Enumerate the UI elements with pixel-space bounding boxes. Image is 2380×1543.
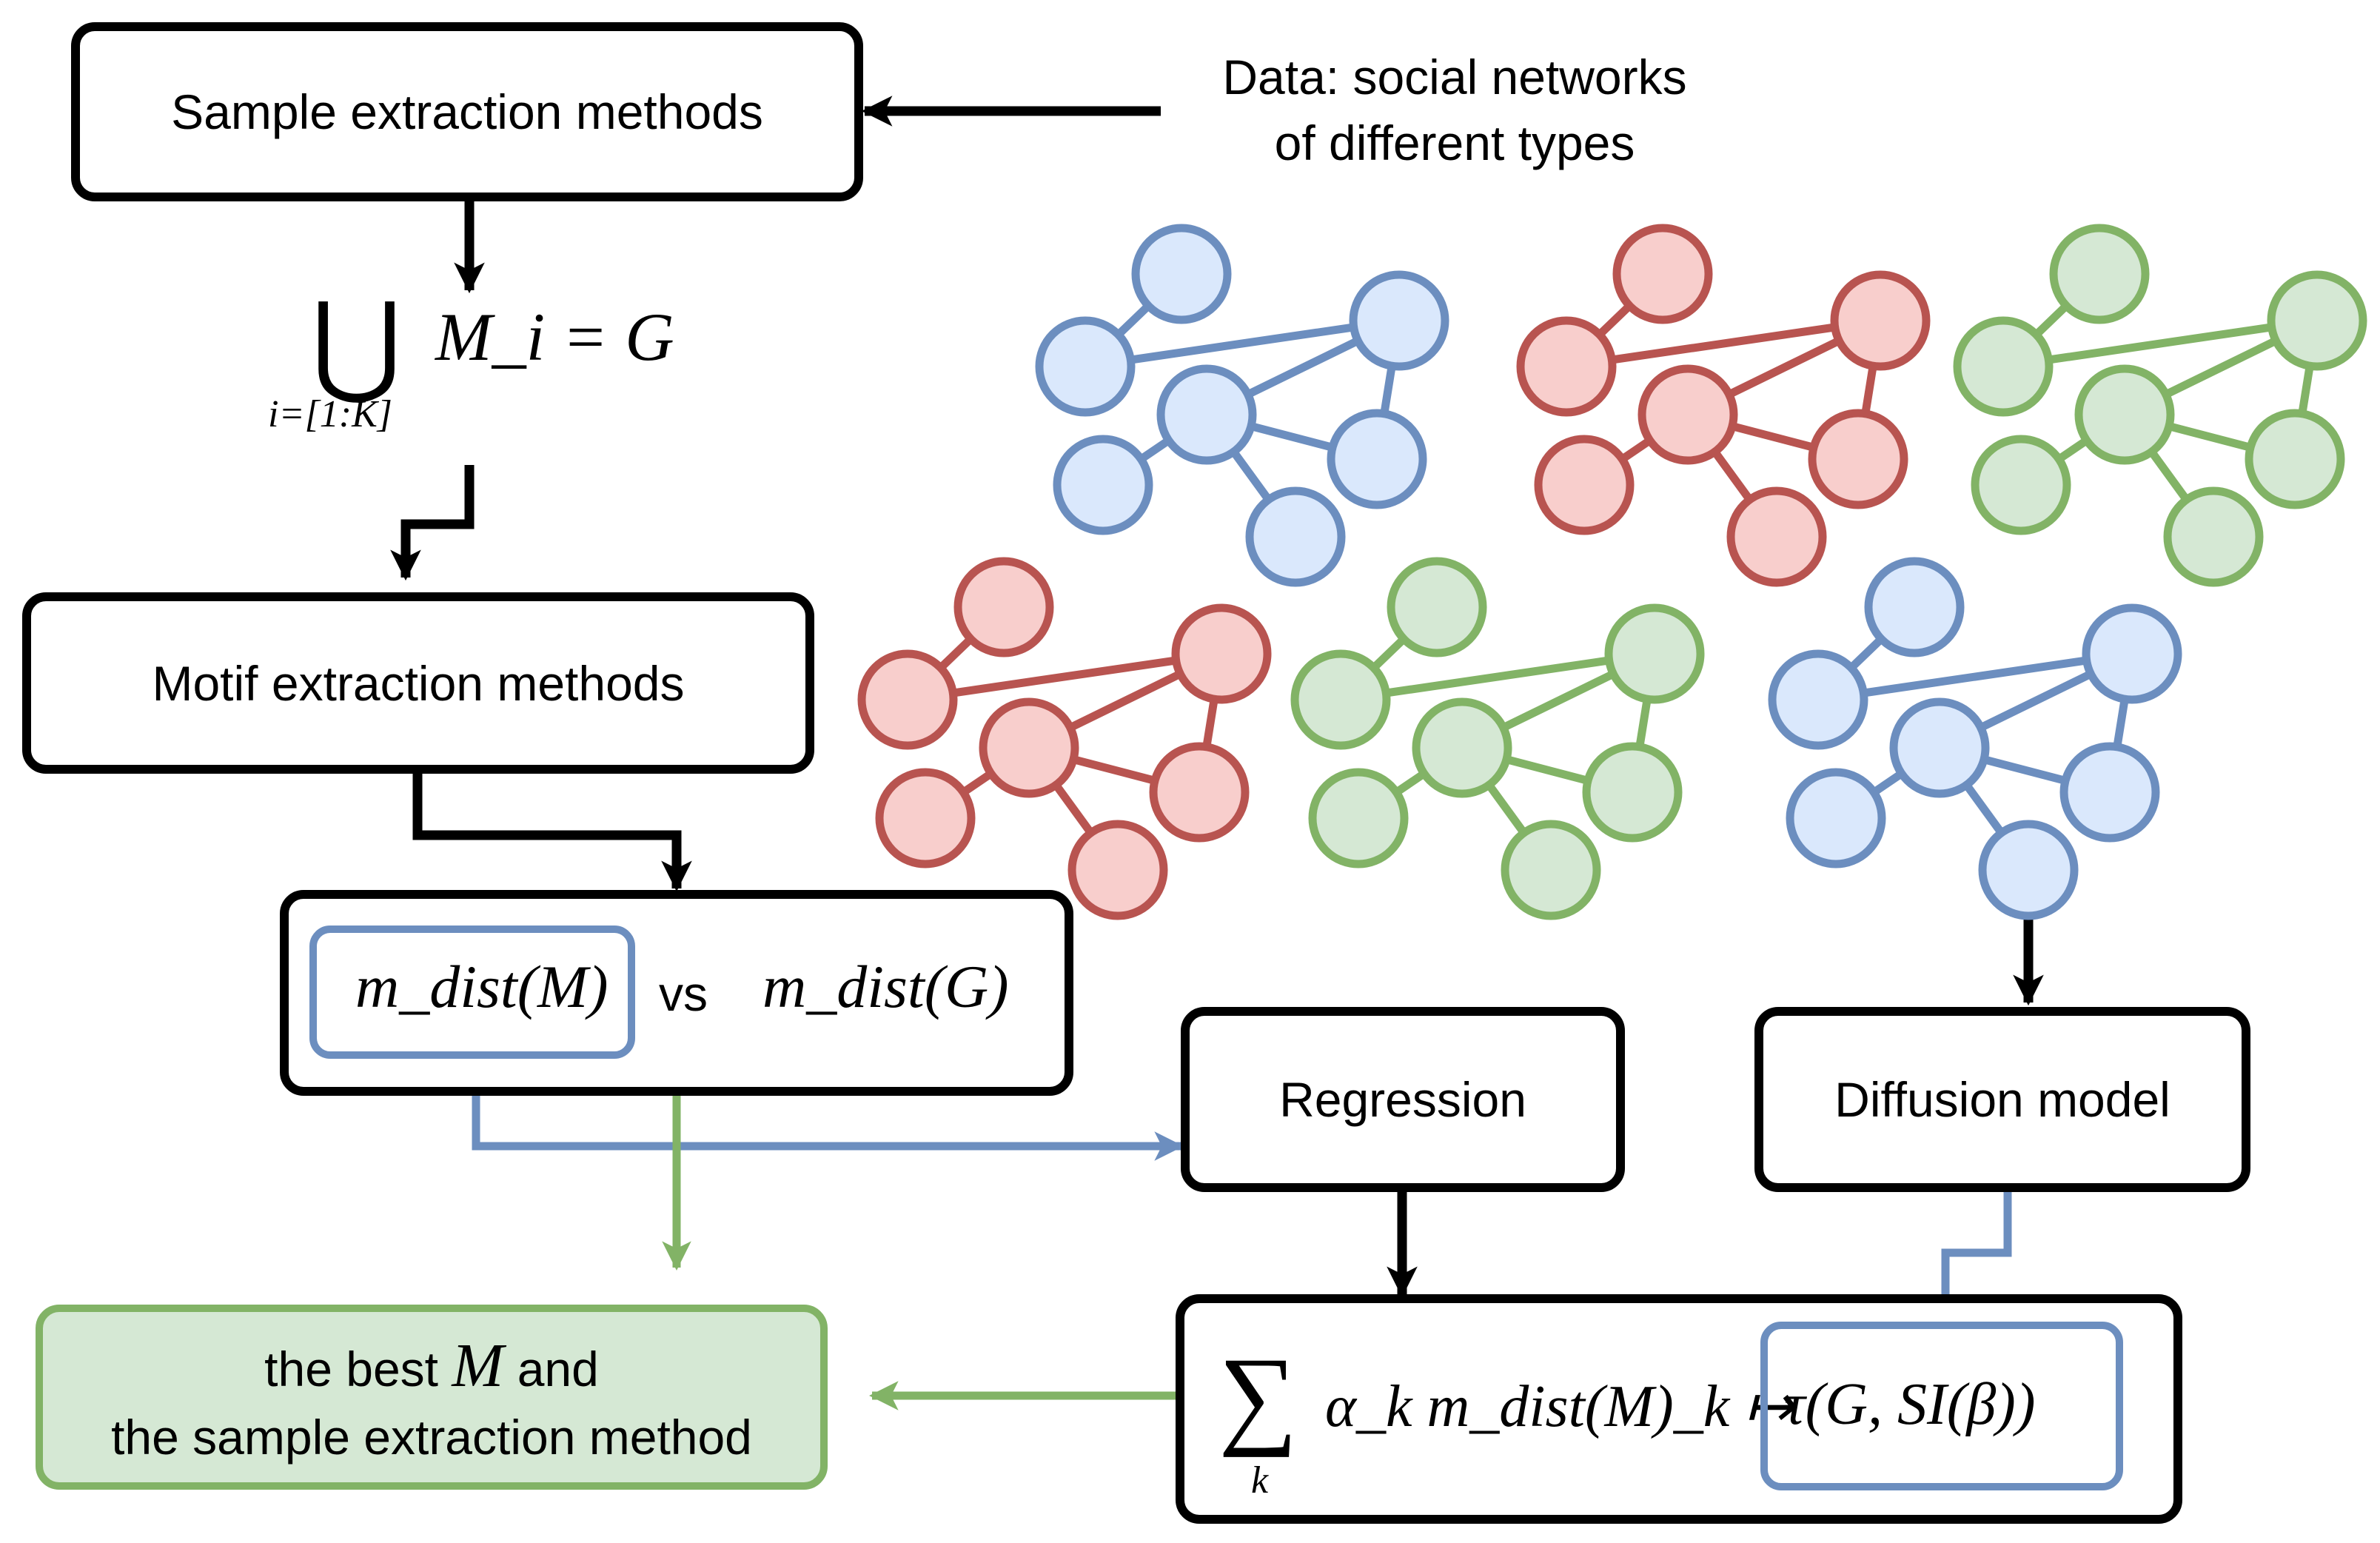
- mdist-g-formula: m_dist(G): [762, 952, 1009, 1022]
- best-line-1: the best M and: [264, 1325, 599, 1406]
- network-node: [2163, 486, 2264, 587]
- network-node: [1971, 435, 2071, 535]
- vs-label: vs: [659, 966, 708, 1021]
- data-label: Data: social networks of different types: [1184, 44, 1725, 176]
- network-node: [1604, 603, 1705, 704]
- network-edge: [2002, 316, 2318, 371]
- network-node: [1768, 649, 1868, 750]
- network-red-2: [1516, 224, 1931, 587]
- network-node: [1830, 270, 1931, 371]
- sample-extraction-label: Sample extraction methods: [171, 84, 763, 139]
- data-label-line-2: of different types: [1274, 116, 1635, 171]
- network-node: [953, 557, 1054, 657]
- network-node: [2267, 270, 2367, 371]
- diffusion-model-box: Diffusion model: [1754, 1007, 2250, 1192]
- network-node: [1053, 435, 1153, 535]
- network-red-4: [857, 557, 1272, 920]
- network-node: [2049, 224, 2150, 324]
- network-node: [1808, 409, 1908, 509]
- best-var: M: [452, 1331, 504, 1400]
- network-node: [1067, 820, 1168, 920]
- network-node: [1978, 820, 2079, 920]
- network-green-5: [1290, 557, 1705, 920]
- network-node: [2059, 742, 2160, 843]
- network-node: [1501, 820, 1601, 920]
- sum-expression: α_k m_dist(M)_k ↦: [1325, 1374, 1794, 1439]
- network-node: [1290, 649, 1391, 750]
- network-node: [1387, 557, 1487, 657]
- tau-expression: τ(G, SI(β)): [1784, 1372, 2036, 1437]
- network-node: [979, 697, 1079, 798]
- network-node: [1131, 224, 1232, 324]
- network-edge: [1085, 316, 1400, 371]
- network-node: [1864, 557, 1965, 657]
- mdist-g-text: m_dist(G): [762, 953, 1009, 1020]
- tau-highlight: [1760, 1322, 2123, 1490]
- union-body: M_i = G: [435, 299, 674, 375]
- regression-label: Regression: [1279, 1072, 1526, 1127]
- mdist-m-text: m_dist(M): [355, 953, 609, 1020]
- network-node: [1612, 224, 1713, 324]
- network-green-3: [1953, 224, 2367, 587]
- mdist-m-highlight: [309, 926, 635, 1059]
- network-node: [1308, 768, 1409, 868]
- network-node: [1412, 697, 1512, 798]
- network-edge: [1340, 649, 1655, 704]
- network-node: [1327, 409, 1427, 509]
- network-edge: [1817, 649, 2133, 704]
- compare-box: m_dist(M) vs m_dist(G): [280, 890, 1073, 1096]
- motif-extraction-label: Motif extraction methods: [152, 655, 685, 711]
- arrow-union-to-motif: [390, 465, 475, 581]
- arrow-motif-to-compare: [412, 774, 692, 892]
- network-blue-1: [1035, 224, 1449, 587]
- motif-extraction-box: Motif extraction methods: [22, 592, 814, 774]
- network-edge: [1566, 316, 1881, 371]
- network-node: [1637, 364, 1738, 465]
- network-edge: [907, 649, 1222, 704]
- best-line-2: the sample extraction method: [111, 1409, 752, 1465]
- network-node: [1156, 364, 1257, 465]
- network-node: [1786, 768, 1886, 868]
- best-pre: the best: [264, 1341, 439, 1396]
- best-post: and: [517, 1341, 599, 1396]
- network-node: [857, 649, 958, 750]
- network-node: [1171, 603, 1272, 704]
- sum-symbol: ∑: [1219, 1335, 1298, 1458]
- network-node: [1149, 742, 1250, 843]
- arrow-diffusion-to-tau: [1931, 1192, 2012, 1325]
- network-node: [875, 768, 976, 868]
- diffusion-model-label: Diffusion model: [1834, 1072, 2171, 1127]
- network-node: [1582, 742, 1683, 843]
- network-node: [1349, 270, 1449, 371]
- network-node: [2082, 603, 2182, 704]
- data-label-line-1: Data: social networks: [1222, 50, 1687, 104]
- network-node: [1889, 697, 1990, 798]
- network-node: [1245, 486, 1346, 587]
- mdist-m-formula: m_dist(M): [355, 952, 609, 1022]
- network-node: [2074, 364, 2175, 465]
- network-blue-6: [1768, 557, 2182, 920]
- regression-box: Regression: [1181, 1007, 1625, 1192]
- best-result-box: the best M and the sample extraction met…: [36, 1305, 828, 1490]
- union-symbol: ⋃: [311, 283, 403, 406]
- social-networks-group: [857, 224, 2367, 920]
- network-node: [1726, 486, 1827, 587]
- sum-index: k: [1251, 1459, 1269, 1502]
- network-node: [1516, 316, 1617, 417]
- network-node: [1035, 316, 1136, 417]
- network-node: [1534, 435, 1635, 535]
- union-limits: i=[1:K]: [268, 393, 393, 435]
- network-node: [1953, 316, 2054, 417]
- network-node: [2245, 409, 2345, 509]
- sample-extraction-box: Sample extraction methods: [71, 22, 863, 201]
